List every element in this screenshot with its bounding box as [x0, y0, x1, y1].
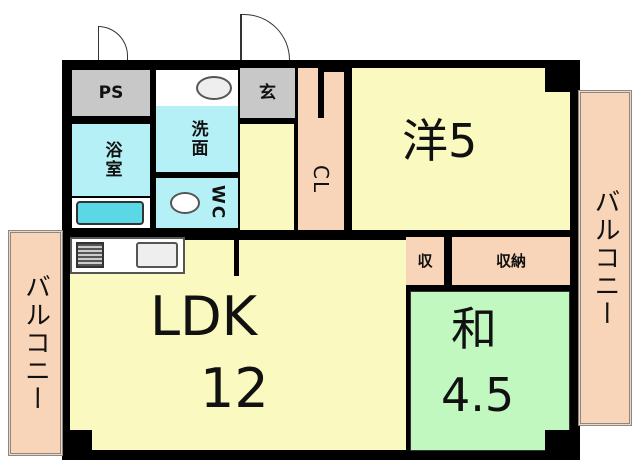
room-washroom: 洗面 — [156, 106, 238, 172]
ps-label: PS — [98, 82, 124, 103]
room-bath: 浴室 — [72, 124, 150, 196]
door-front — [240, 14, 290, 60]
room-western: 洋5 — [352, 68, 570, 230]
pillar — [62, 430, 92, 460]
room-storage-small: 収 — [406, 237, 444, 285]
stove-icon — [76, 242, 104, 268]
sink-icon — [136, 242, 178, 268]
fixture-area — [156, 70, 238, 106]
japanese-room-size: 4.5 — [441, 368, 515, 422]
closet-label: CL — [309, 165, 333, 195]
room-entrance: 玄 — [240, 68, 295, 118]
room-ps: PS — [72, 70, 150, 116]
door-ps — [98, 26, 128, 60]
pillar — [545, 62, 578, 92]
ldk-label: LDK — [150, 285, 258, 348]
toilet-icon — [170, 192, 200, 214]
balcony-right-label: バルコニー — [590, 188, 620, 328]
bath-label: 浴室 — [101, 141, 122, 179]
storage-label: 収納 — [495, 251, 526, 270]
washbasin-icon — [196, 76, 232, 100]
room-shoe-box-bg — [318, 68, 324, 118]
hallway — [240, 124, 294, 230]
bathtub-area — [72, 198, 150, 228]
japanese-room-label: 和 — [451, 302, 497, 356]
wc-label: WC — [207, 185, 228, 221]
pillar — [545, 430, 578, 460]
bathtub-icon — [76, 201, 144, 225]
kitchen-wall-stub — [234, 232, 239, 276]
balcony-left-label: バルコニー — [20, 273, 51, 413]
storage-small-label: 収 — [417, 251, 433, 270]
western-room-label: 洋5 — [402, 114, 478, 168]
room-wc: WC — [156, 178, 238, 228]
washroom-label: 洗面 — [187, 120, 208, 158]
balcony-right: バルコニー — [578, 90, 632, 426]
entrance-label: 玄 — [259, 82, 276, 103]
balcony-left: バルコニー — [8, 230, 63, 456]
room-japanese: 和 4.5 — [410, 291, 570, 451]
ldk-size: 12 — [200, 357, 269, 420]
room-storage: 収納 — [452, 237, 570, 285]
